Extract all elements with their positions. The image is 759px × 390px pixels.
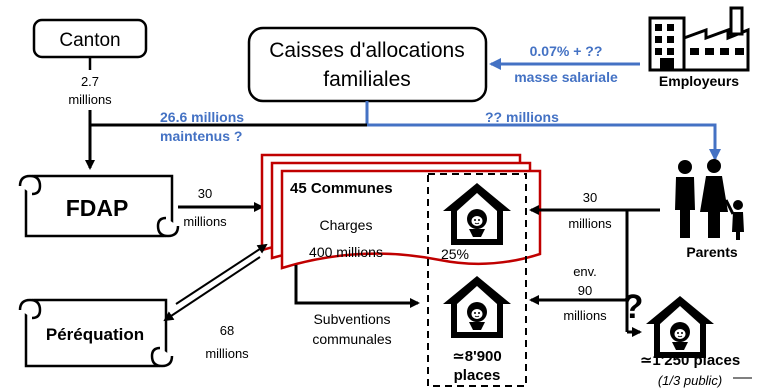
canton-box: Canton <box>32 18 148 59</box>
employer-base: masse salariale <box>514 69 618 85</box>
employeurs-label: Employeurs <box>659 73 739 89</box>
charges-label: Charges <box>320 217 373 233</box>
caisses-fdap-amount: 26.6 millions <box>160 109 244 125</box>
private-places-count: ≃1'250 places <box>640 352 740 369</box>
perequation-amount: 68 <box>220 323 234 338</box>
scroll-icon: FDAP <box>18 174 180 238</box>
parents-amount: 30 <box>583 190 597 205</box>
charges-amount: 400 millions <box>309 244 383 260</box>
parents-label: Parents <box>686 244 738 260</box>
canton-amount: 2.7 <box>81 74 99 89</box>
caisses-to-parents-arrow <box>367 123 721 161</box>
canton-unit: millions <box>68 92 112 107</box>
communes-to-perequation-arrow <box>163 256 261 322</box>
fdap-amount: 30 <box>198 186 212 201</box>
private-places-note: (1/3 public) <box>658 373 722 388</box>
parents-unit: millions <box>568 216 612 231</box>
perequation-label: Péréquation <box>46 325 144 344</box>
places-dashed-box <box>427 173 527 387</box>
places-label: places <box>454 367 501 384</box>
communes-title: 45 Communes <box>290 180 393 197</box>
caisses-fdap-note: maintenus ? <box>160 128 242 144</box>
scroll-icon: Péréquation <box>18 298 174 368</box>
env-amount: 90 <box>578 283 592 298</box>
factory-icon <box>648 6 750 72</box>
house-baby-icon <box>645 295 715 359</box>
canton-label: Canton <box>59 30 120 51</box>
env-unit: millions <box>563 308 607 323</box>
places-count: ≃8'900 <box>452 348 502 365</box>
fdap-unit: millions <box>183 214 227 229</box>
caisses-label-2: familiales <box>323 68 411 91</box>
share-percent: 25% <box>441 246 469 262</box>
subventions-arrow <box>294 265 420 308</box>
house-baby-icon <box>442 275 512 339</box>
caisses-box: Caisses d'allocations familiales <box>247 26 488 103</box>
subventions-label-1: Subventions <box>313 311 390 327</box>
subventions-label-2: communales <box>312 331 391 347</box>
caisses-parents-amount: ?? millions <box>485 109 559 125</box>
perequation-to-communes-arrow <box>175 243 268 305</box>
question-icon: ? <box>623 288 644 326</box>
perequation-unit: millions <box>205 346 249 361</box>
env-prefix: env. <box>573 264 597 279</box>
family-icon <box>675 159 744 240</box>
employer-rate: 0.07% + ?? <box>530 43 603 59</box>
fdap-label: FDAP <box>66 195 129 221</box>
caisses-label-1: Caisses d'allocations <box>269 39 464 62</box>
